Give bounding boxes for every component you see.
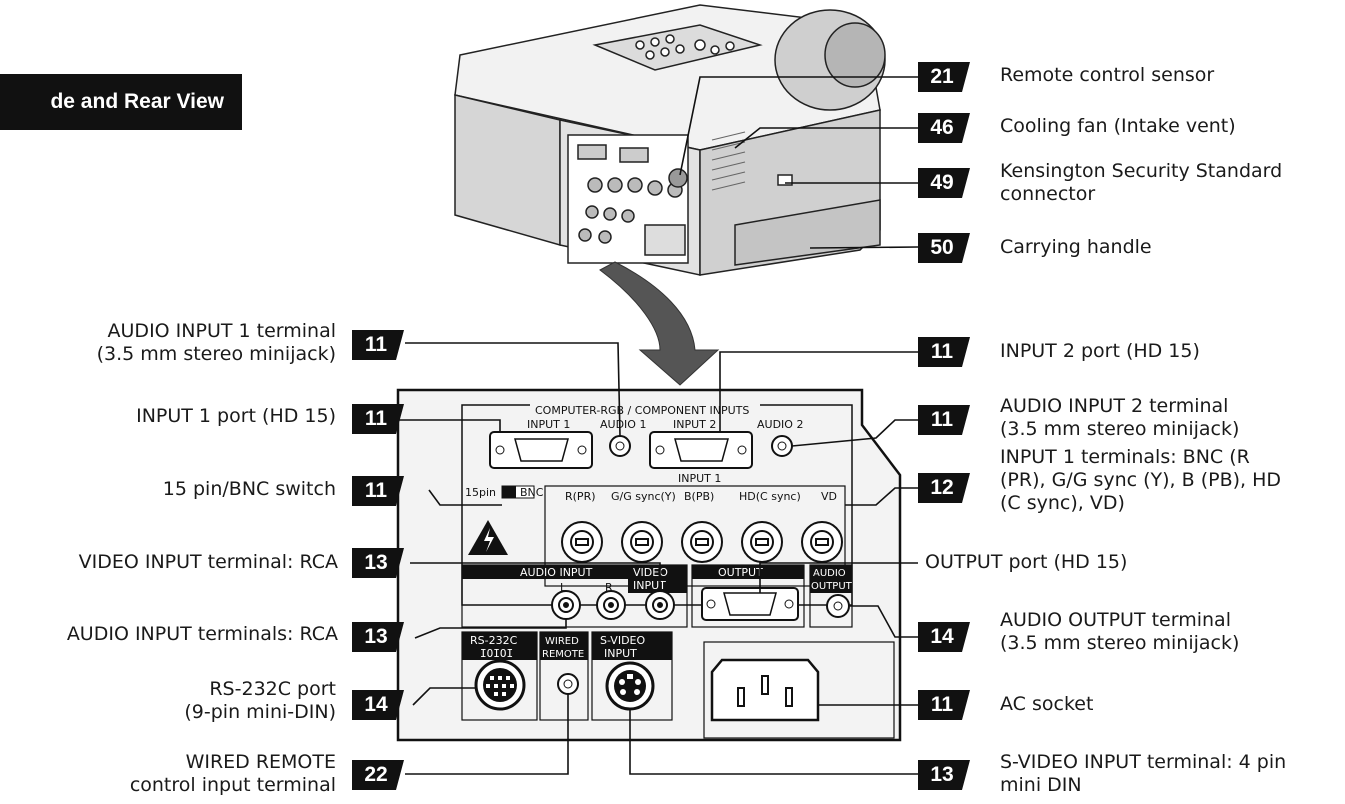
panel-group-label: COMPUTER-RGB / COMPONENT INPUTS	[535, 404, 749, 417]
panel-audio-output-label-2: OUTPUT	[811, 581, 853, 592]
badge-ac-socket: 11	[918, 690, 970, 720]
panel-output-label: OUTPUT	[718, 566, 763, 579]
panel-bnc-r-label: R(PR)	[565, 490, 596, 503]
panel-audio-output-label-1: AUDIO	[813, 568, 846, 579]
label-s-video-input: S-VIDEO INPUT terminal: 4 pin mini DIN	[1000, 751, 1287, 796]
view-arrow-icon	[599, 261, 720, 386]
panel-svideo-label-2: INPUT	[604, 647, 637, 660]
input-2-port-graphic	[649, 431, 753, 469]
badge-remote-control-sensor: 21	[918, 62, 970, 92]
label-kensington: Kensington Security Standard connector	[1000, 160, 1283, 205]
panel-audio1-label: AUDIO 1	[600, 418, 646, 431]
label-carrying-handle: Carrying handle	[1000, 236, 1152, 258]
panel-bnc-vd-label: VD	[821, 490, 837, 503]
label-cooling-fan: Cooling fan (Intake vent)	[1000, 115, 1236, 137]
panel-input1-label: INPUT 1	[527, 418, 570, 431]
badge-audio-input-2: 11	[918, 405, 970, 435]
section-header: de and Rear View	[0, 74, 242, 130]
label-rs232c-port: RS-232C port (9-pin mini-DIN)	[184, 678, 336, 723]
panel-audio-input-label: AUDIO INPUT	[520, 566, 593, 579]
output-port-graphic	[701, 587, 799, 621]
label-audio-input-1: AUDIO INPUT 1 terminal (3.5 mm stereo mi…	[96, 320, 336, 365]
panel-video-label-2: INPUT	[633, 579, 666, 592]
label-output-port: OUTPUT port (HD 15)	[925, 551, 1128, 573]
panel-wired-label-1: WIRED	[545, 636, 579, 647]
label-video-input: VIDEO INPUT terminal: RCA	[78, 551, 338, 573]
panel-bnc-group-label: INPUT 1	[678, 472, 721, 485]
leader-lines	[383, 76, 919, 775]
label-input-1-terminals: INPUT 1 terminals: BNC (R (PR), G/G sync…	[1000, 446, 1282, 514]
projector-illustration	[454, 4, 886, 276]
badge-input-2-port: 11	[918, 337, 970, 367]
badge-input-1-port: 11	[352, 404, 404, 434]
badge-kensington: 49	[918, 168, 970, 198]
panel-svideo-label-1: S-VIDEO	[600, 634, 645, 647]
panel-video-label-1: VIDEO	[633, 566, 668, 579]
panel-switch-bnc: BNC	[520, 486, 544, 499]
panel-bnc-g-label: G/G sync(Y)	[611, 490, 676, 503]
label-remote-control-sensor: Remote control sensor	[1000, 64, 1215, 86]
label-audio-output: AUDIO OUTPUT terminal (3.5 mm stereo min…	[1000, 609, 1240, 654]
badge-video-input: 13	[352, 548, 404, 578]
rca-jacks	[551, 590, 675, 620]
badge-audio-input-rca: 13	[352, 622, 404, 652]
badge-carrying-handle: 50	[918, 233, 970, 263]
badge-rs232c-port: 14	[352, 690, 404, 720]
panel-bnc-b-label: B(PB)	[684, 490, 714, 503]
label-input-2-port: INPUT 2 port (HD 15)	[1000, 340, 1200, 362]
rear-panel: COMPUTER-RGB / COMPONENT INPUTS INPUT 1 …	[396, 388, 902, 742]
badge-wired-remote: 22	[352, 760, 404, 790]
badge-audio-output: 14	[918, 622, 970, 652]
badge-audio-input-1: 11	[352, 330, 404, 360]
panel-audio-r-label: R	[605, 581, 613, 594]
badge-s-video-input: 13	[918, 760, 970, 790]
label-wired-remote: WIRED REMOTE control input terminal	[129, 751, 336, 796]
badge-cooling-fan: 46	[918, 113, 970, 143]
label-audio-input-rca: AUDIO INPUT terminals: RCA	[66, 623, 338, 645]
panel-bnc-hd-label: HD(C sync)	[739, 490, 801, 503]
badge-input-1-terminals: 12	[918, 473, 970, 503]
panel-switch-15pin: 15pin	[465, 486, 496, 499]
panel-rs232c-label: RS-232C	[470, 634, 518, 647]
input-1-port-graphic	[489, 431, 593, 469]
badge-bnc-switch: 11	[352, 476, 404, 506]
bnc-connectors	[561, 521, 843, 563]
label-input-1-port: INPUT 1 port (HD 15)	[136, 405, 336, 427]
panel-wired-label-2: REMOTE	[542, 649, 584, 660]
label-bnc-switch: 15 pin/BNC switch	[162, 478, 336, 500]
panel-input2-label: INPUT 2	[673, 418, 716, 431]
label-audio-input-2: AUDIO INPUT 2 terminal (3.5 mm stereo mi…	[1000, 395, 1240, 440]
panel-audio-l-label: L	[560, 581, 567, 594]
panel-rs232c-symbol: IOIOI	[480, 647, 513, 660]
panel-audio2-label: AUDIO 2	[757, 418, 803, 431]
label-ac-socket: AC socket	[1000, 693, 1094, 715]
